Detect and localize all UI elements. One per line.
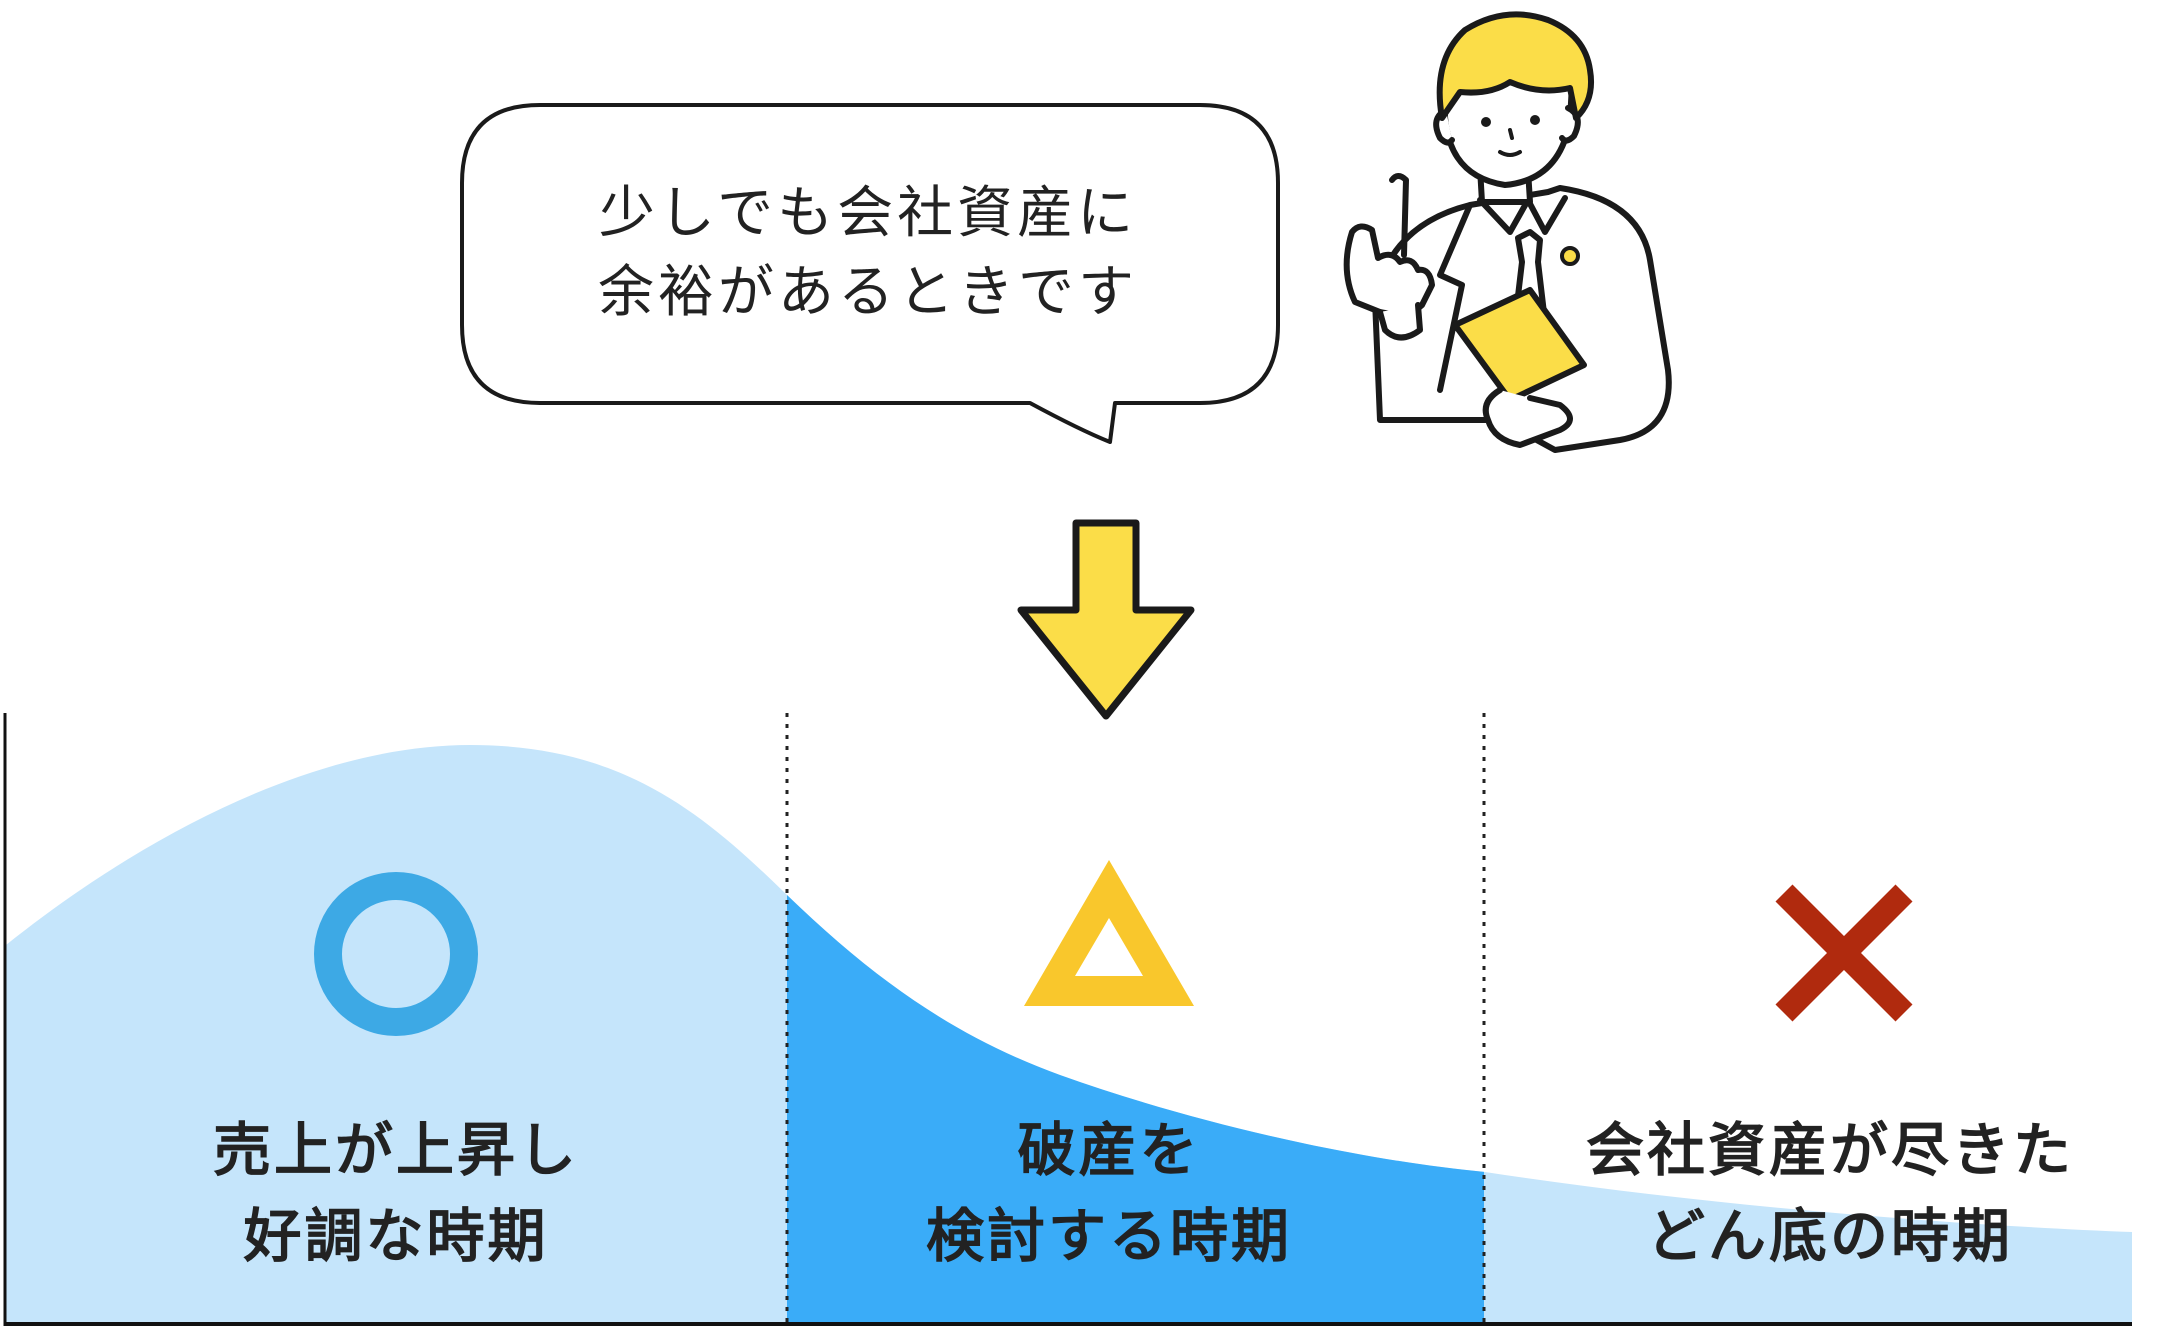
document [1452, 287, 1587, 403]
lawyer-illustration [1343, 11, 1672, 453]
speech-line2: 余裕があるときです [598, 260, 1138, 325]
phase-consider-line1: 破産を [1017, 1116, 1200, 1184]
holding-hand [1482, 387, 1573, 448]
mouth [1498, 150, 1522, 157]
caution-triangle-icon [1024, 860, 1194, 1006]
speech-line1: 少しでも会社資産に [599, 181, 1137, 246]
curve-area-light [6, 745, 2132, 1325]
lapel-pin [1560, 246, 1580, 266]
phase-label-good: 売上が上昇し 好調な時期 [213, 1116, 579, 1270]
curve-area-highlight [787, 895, 1484, 1325]
face [1441, 77, 1575, 188]
phase-label-bottom: 会社資産が尽きた どん底の時期 [1586, 1116, 2074, 1270]
right-eye [1530, 115, 1540, 125]
phase-bottom-line1: 会社資産が尽きた [1586, 1116, 2074, 1184]
hair [1436, 11, 1594, 121]
speech-bubble: 少しでも会社資産に 余裕があるときです [460, 103, 1280, 444]
phase-good-line2: 好調な時期 [242, 1202, 548, 1270]
phase-bottom-line2: どん底の時期 [1647, 1202, 2013, 1270]
bad-cross-icon [1775, 884, 1913, 1022]
phase-good-line1: 売上が上昇し [213, 1116, 579, 1184]
phase-consider-line2: 検討する時期 [926, 1202, 1292, 1270]
raised-hand [1343, 223, 1435, 317]
left-eye [1481, 117, 1491, 127]
asset-curve [6, 745, 2132, 1325]
down-arrow-icon [1017, 519, 1195, 720]
phase-label-consider: 破産を 検討する時期 [926, 1116, 1292, 1270]
speech-bubble-shape [460, 103, 1280, 444]
good-circle-icon [314, 872, 478, 1036]
